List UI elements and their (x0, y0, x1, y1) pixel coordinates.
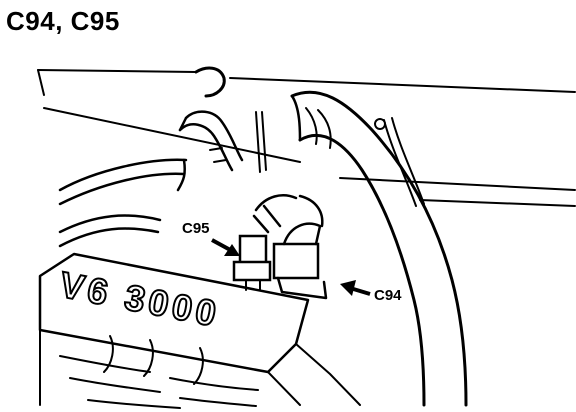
upper-wiring (58, 66, 267, 248)
callout-c95-label: C95 (182, 220, 210, 237)
intake-manifold (38, 252, 361, 409)
connector-c94 (252, 194, 328, 300)
page-title: C94, C95 (6, 6, 120, 36)
connector-c95 (232, 234, 272, 291)
engine-cover-lettering: V6 3000 (55, 263, 224, 336)
body-panel-lines (37, 69, 576, 207)
thin-tube (374, 117, 425, 207)
callout-c94-label: C94 (374, 287, 402, 304)
engine-cover-text: V6 3000 (56, 264, 223, 335)
callout-c95: C95 (182, 220, 240, 256)
callout-c94: C94 (340, 280, 402, 304)
large-hose (290, 90, 468, 407)
